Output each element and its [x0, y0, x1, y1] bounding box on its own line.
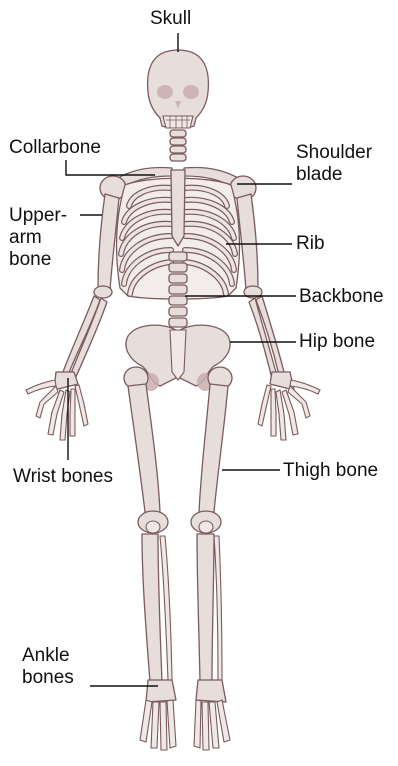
label-collarbone: Collarbone: [9, 137, 101, 159]
label-upper-arm-line2: arm: [9, 227, 67, 249]
label-ankle-bones-line1: Ankle: [22, 645, 74, 667]
label-upper-arm-bone: Upper- arm bone: [9, 205, 67, 271]
label-upper-arm-line3: bone: [9, 249, 67, 271]
label-shoulder-blade-line2: blade: [296, 164, 372, 186]
label-upper-arm-line1: Upper-: [9, 205, 67, 227]
label-shoulder-blade: Shoulder blade: [296, 142, 372, 186]
left-hand: [26, 372, 88, 440]
right-arm: [237, 194, 284, 379]
right-hand: [258, 372, 320, 440]
right-foot: [194, 680, 230, 750]
left-arm: [63, 194, 119, 379]
skull-shape: [148, 50, 209, 128]
label-ankle-bones-line2: bones: [22, 667, 74, 689]
left-foot: [140, 680, 176, 750]
label-wrist-bones: Wrist bones: [13, 466, 113, 488]
label-shoulder-blade-line1: Shoulder: [296, 142, 372, 164]
label-ankle-bones: Ankle bones: [22, 645, 74, 689]
label-thigh-bone: Thigh bone: [283, 460, 378, 482]
left-leg: [124, 367, 172, 682]
backbone-shape: [169, 252, 187, 327]
label-backbone: Backbone: [299, 286, 384, 308]
label-skull: Skull: [150, 8, 191, 30]
label-rib: Rib: [296, 233, 325, 255]
neck-vertebrae: [170, 130, 186, 161]
label-hip-bone: Hip bone: [299, 331, 375, 353]
right-leg: [191, 367, 232, 682]
